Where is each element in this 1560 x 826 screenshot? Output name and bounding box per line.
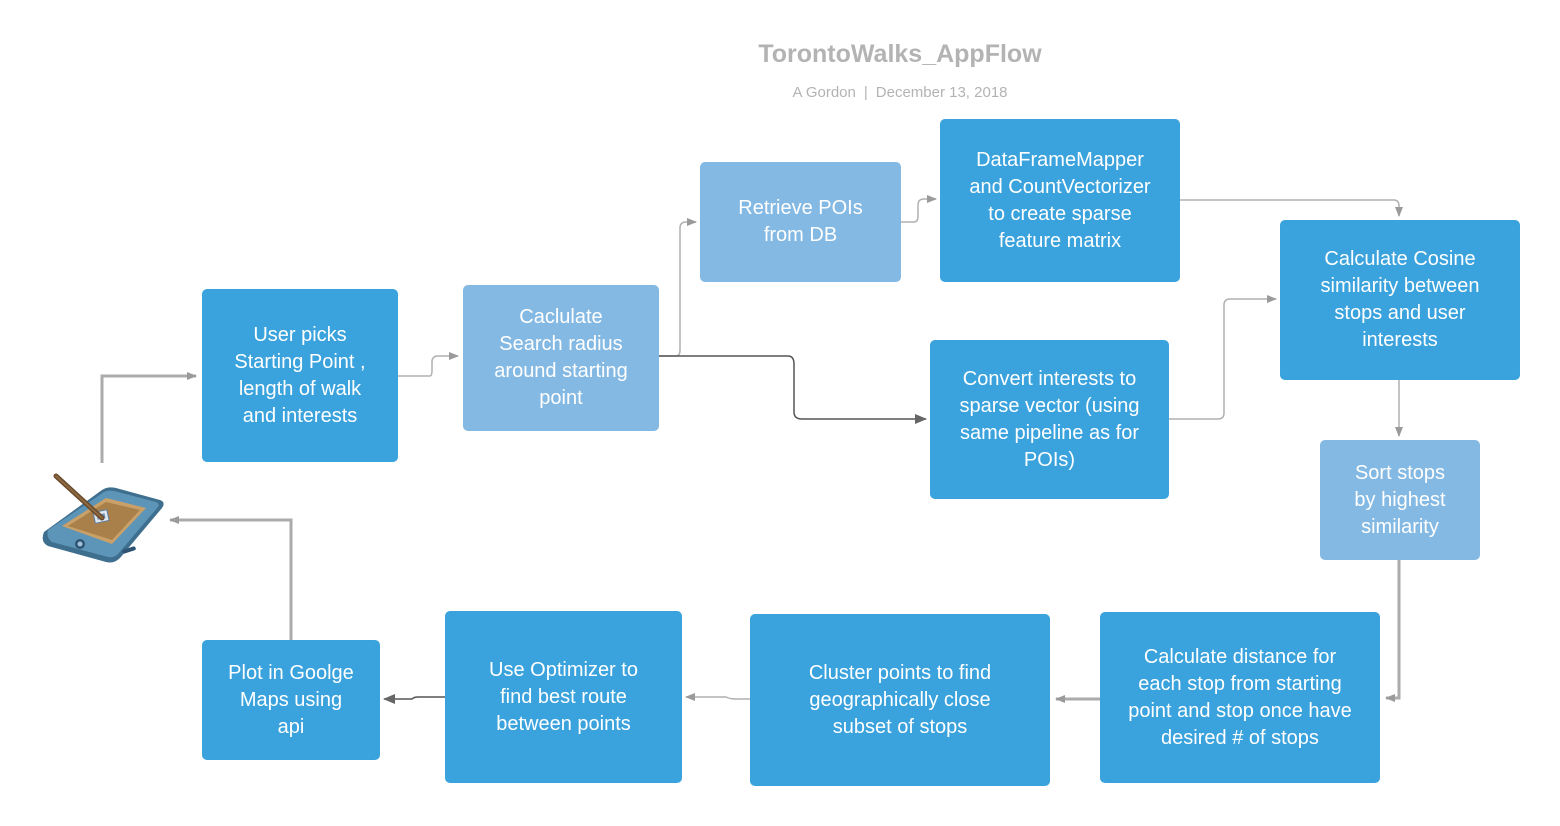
date: December 13, 2018 — [875, 84, 1008, 101]
edge-dataframe-to-cosine — [1180, 199, 1403, 217]
subtitle-separator: | — [863, 84, 868, 101]
node-plot-maps: Plot in Goolge Maps using api — [202, 640, 380, 760]
edge-retrieve-to-dataframe — [901, 195, 937, 223]
node-user-picks: User picks Starting Point , length of wa… — [202, 289, 398, 462]
node-convert-interests: Convert interests to sparse vector (usin… — [930, 340, 1169, 499]
edge-plot-to-device — [169, 516, 293, 640]
edge-radius-to-convert — [659, 355, 927, 424]
diagram-subtitle: A Gordon | December 13, 2018 — [700, 84, 1100, 101]
node-cluster-points: Cluster points to find geographically cl… — [750, 614, 1050, 786]
edge-cluster-to-optimizer — [685, 693, 750, 701]
pda-stylus-icon — [42, 473, 164, 563]
node-calc-radius: Caclulate Search radius around starting … — [463, 285, 659, 431]
node-optimizer: Use Optimizer to find best route between… — [445, 611, 682, 783]
node-dataframe-mapper: DataFrameMapper and CountVectorizer to c… — [940, 119, 1180, 282]
edge-radius-to-retrieve — [659, 218, 697, 357]
edge-device-to-user — [100, 372, 197, 463]
node-sort-stops: Sort stops by highest similarity — [1320, 440, 1480, 560]
edge-convert-to-cosine — [1169, 295, 1277, 420]
diagram-title: TorontoWalks_AppFlow — [758, 40, 1042, 68]
edge-optimizer-to-plot — [383, 694, 445, 704]
edge-sort-to-distance — [1385, 560, 1401, 702]
node-cosine-similarity: Calculate Cosine similarity between stop… — [1280, 220, 1520, 380]
node-retrieve-pois: Retrieve POIs from DB — [700, 162, 901, 282]
edge-user-to-radius — [398, 352, 459, 377]
node-calc-distance: Calculate distance for each stop from st… — [1100, 612, 1380, 783]
author: A Gordon — [792, 84, 856, 101]
